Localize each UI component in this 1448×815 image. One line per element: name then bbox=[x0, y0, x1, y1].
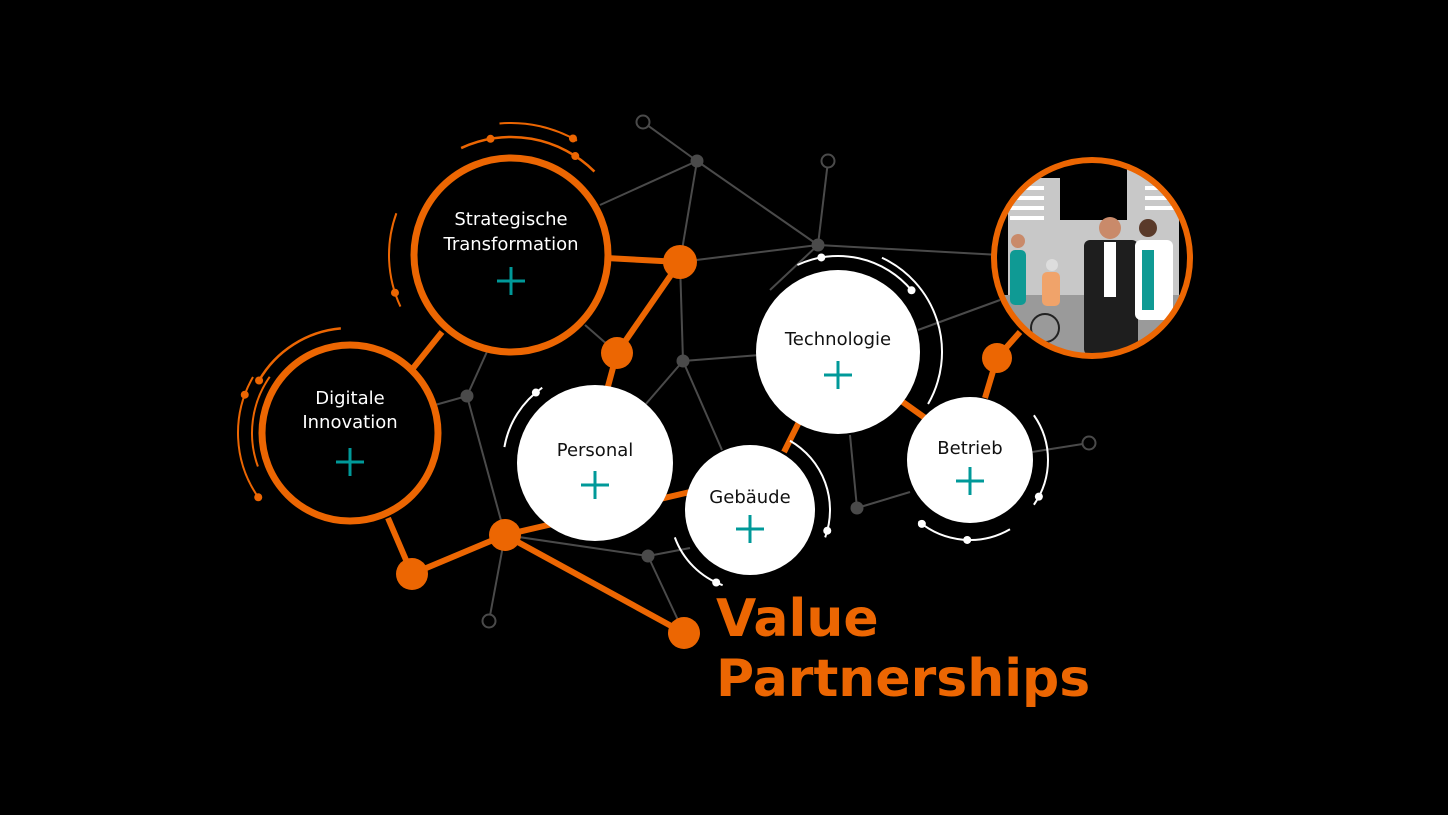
arc-dot bbox=[907, 286, 916, 295]
network-line bbox=[769, 244, 819, 291]
decorative-arcs bbox=[237, 122, 1049, 587]
healthcare-illustration bbox=[991, 157, 1193, 359]
node-label: Digitale bbox=[315, 388, 384, 409]
node-label: Innovation bbox=[302, 412, 397, 433]
network-line bbox=[849, 434, 858, 509]
node-operations[interactable]: Betrieb bbox=[907, 397, 1033, 523]
arc-dot bbox=[817, 253, 826, 262]
plus-icon[interactable] bbox=[824, 361, 852, 389]
arc-dot bbox=[1034, 492, 1043, 501]
node-label: Technologie bbox=[784, 329, 891, 350]
arc-dot bbox=[823, 526, 832, 535]
network-line bbox=[817, 244, 1001, 256]
arc-dot bbox=[531, 388, 540, 397]
decorative-arc bbox=[237, 376, 260, 498]
plus-icon[interactable] bbox=[581, 471, 609, 499]
arc-dot bbox=[571, 152, 580, 161]
plus-icon[interactable] bbox=[336, 448, 364, 476]
decorative-arc bbox=[388, 212, 402, 307]
node-digital-innovation[interactable]: Digitale Innovation bbox=[258, 341, 442, 525]
gray-node bbox=[676, 354, 690, 368]
hollow-node bbox=[635, 114, 651, 130]
arc-dot bbox=[963, 535, 972, 544]
node-label: Gebäude bbox=[709, 487, 790, 508]
arc-dot bbox=[254, 493, 263, 502]
decorative-arc bbox=[789, 439, 831, 538]
network-line bbox=[1031, 442, 1090, 453]
orange-connection bbox=[898, 397, 930, 423]
gray-node bbox=[811, 238, 825, 252]
orange-connection bbox=[781, 418, 803, 454]
decorative-arc bbox=[1033, 414, 1049, 506]
plus-icon[interactable] bbox=[497, 267, 525, 295]
decorative-arc bbox=[797, 255, 913, 291]
orange-node bbox=[396, 558, 428, 590]
network-line bbox=[856, 491, 911, 509]
node-technology[interactable]: Technologie bbox=[756, 270, 920, 434]
hollow-node bbox=[820, 153, 836, 169]
network-line bbox=[917, 299, 1001, 331]
orange-connection bbox=[614, 260, 683, 355]
plus-icon[interactable] bbox=[736, 515, 764, 543]
arc-dot bbox=[390, 288, 399, 297]
orange-node bbox=[982, 343, 1012, 373]
hollow-node bbox=[1081, 435, 1097, 451]
node-label: Personal bbox=[557, 440, 634, 461]
network-line bbox=[647, 547, 691, 557]
decorative-arc bbox=[251, 376, 271, 467]
network-line bbox=[682, 360, 723, 451]
node-label: Betrieb bbox=[937, 438, 1002, 459]
decorative-arc bbox=[460, 135, 596, 173]
decorative-arc bbox=[917, 520, 1011, 541]
node-personal[interactable]: Personal bbox=[517, 385, 673, 541]
orange-connection bbox=[503, 532, 686, 636]
network-line bbox=[466, 344, 491, 397]
arc-dot bbox=[486, 134, 495, 143]
gray-node bbox=[850, 501, 864, 515]
title-line-2: Partnerships bbox=[716, 649, 1090, 709]
orange-node bbox=[663, 245, 697, 279]
orange-node bbox=[489, 519, 521, 551]
orange-connection bbox=[410, 532, 507, 577]
decorative-arc bbox=[881, 256, 943, 405]
network-nodes bbox=[396, 114, 1097, 649]
node-building[interactable]: Gebäude bbox=[685, 445, 815, 575]
network-line bbox=[466, 395, 506, 536]
network-line bbox=[642, 121, 698, 162]
gray-node bbox=[460, 389, 474, 403]
network-line bbox=[599, 160, 698, 206]
network-line bbox=[679, 160, 698, 263]
orange-node bbox=[601, 337, 633, 369]
orange-connection bbox=[407, 330, 445, 374]
network-line bbox=[679, 244, 819, 263]
gray-node bbox=[690, 154, 704, 168]
decorative-arc bbox=[257, 327, 341, 382]
node-strategic-transformation[interactable]: Strategische Transformation bbox=[410, 154, 612, 356]
hollow-node bbox=[481, 613, 497, 629]
arc-dot bbox=[240, 390, 249, 399]
arc-dot bbox=[712, 578, 721, 587]
arc-dot bbox=[917, 519, 926, 528]
orange-node bbox=[668, 617, 700, 649]
node-label: Transformation bbox=[442, 234, 578, 255]
plus-icon[interactable] bbox=[956, 467, 984, 495]
network-lines bbox=[434, 121, 1090, 634]
network-line bbox=[682, 354, 761, 362]
gray-node bbox=[641, 549, 655, 563]
network-line bbox=[817, 160, 829, 246]
network-line bbox=[644, 360, 684, 406]
arc-dot bbox=[568, 134, 577, 143]
network-line bbox=[696, 160, 819, 246]
node-label: Strategische bbox=[454, 209, 567, 230]
title-line-1: Value bbox=[716, 589, 879, 649]
arc-dot bbox=[255, 376, 264, 385]
network-line bbox=[504, 534, 649, 557]
